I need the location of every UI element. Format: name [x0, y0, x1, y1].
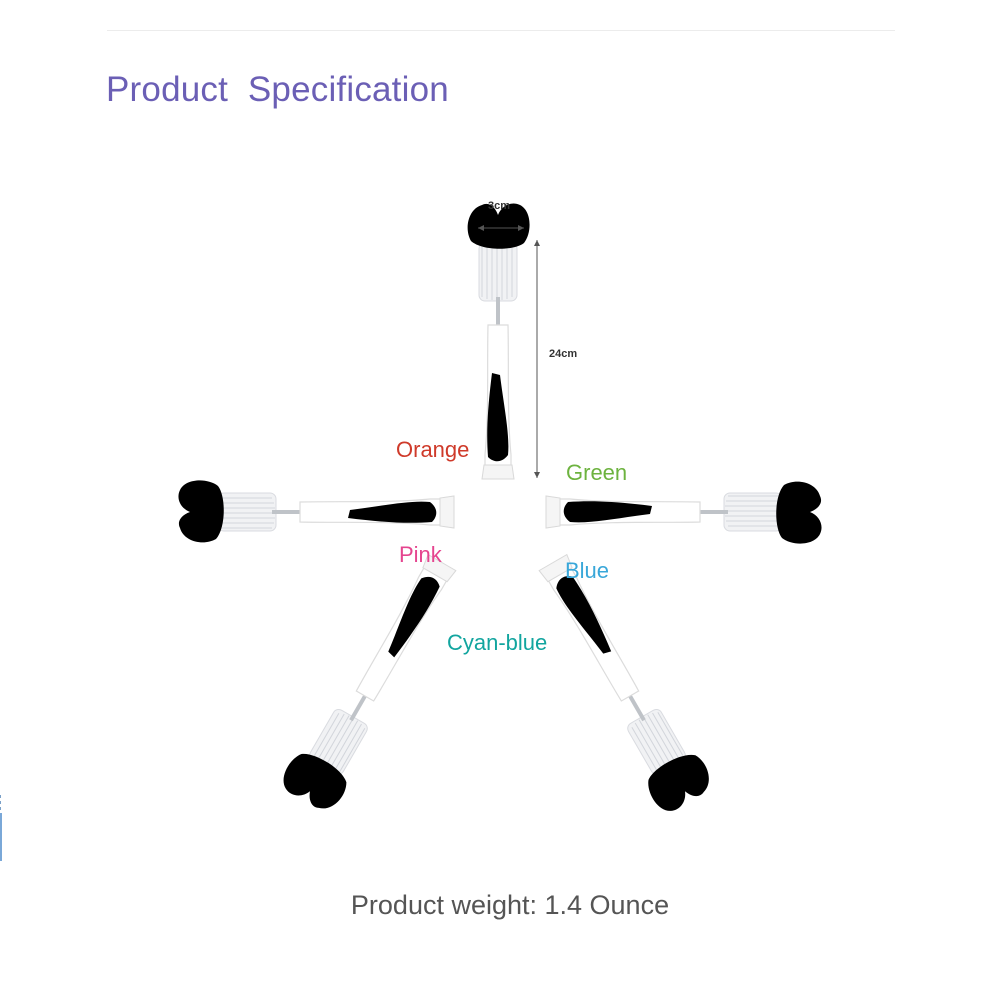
label-cyan-blue: Cyan-blue — [447, 630, 548, 655]
page-title: Product Specification — [106, 70, 449, 109]
width-dimension-arrow — [478, 225, 524, 231]
top-divider — [107, 30, 895, 31]
height-dimension-label: 24cm — [549, 348, 578, 360]
label-green: Green — [566, 460, 628, 485]
edge-scroll-indicator — [0, 795, 2, 861]
green-brush — [544, 480, 824, 546]
label-pink: Pink — [399, 542, 442, 567]
pink-brush — [176, 478, 456, 544]
label-orange: Orange — [396, 437, 470, 462]
orange-brush — [466, 201, 532, 481]
width-dimension-label: 3cm — [488, 200, 511, 212]
blue-brush — [524, 545, 719, 819]
cyan-blue-brush — [275, 545, 470, 818]
product-weight: Product weight: 1.4 Ounce — [350, 890, 670, 920]
label-blue: Blue — [565, 558, 610, 583]
height-dimension-arrow — [534, 240, 540, 478]
